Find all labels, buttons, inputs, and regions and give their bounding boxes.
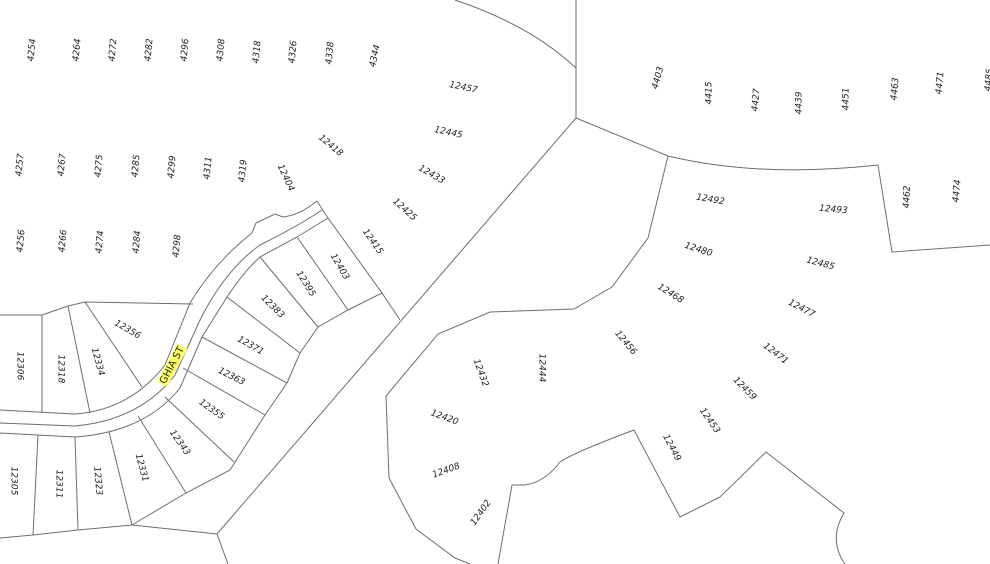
parcel-address-label: 4474 [950, 179, 963, 203]
parcel-line [32, 236, 349, 536]
parcel-address-label: 4319 [236, 159, 249, 183]
parcel-address-label: 4427 [749, 88, 762, 112]
parcel-address-label: 4326 [286, 40, 299, 64]
parcel-address-label: 12323 [90, 466, 104, 496]
parcel-address-label: 12318 [54, 354, 65, 384]
parcel-address-label: 4264 [70, 38, 83, 62]
parcel-address-label: 4257 [13, 153, 26, 177]
parcel-line [0, 524, 218, 539]
parcel-address-label: 12305 [7, 466, 18, 496]
road-edge [0, 200, 318, 415]
parcel-address-label: 4298 [170, 234, 183, 258]
parcel-line [385, 155, 669, 564]
parcel-address-label: 4471 [933, 71, 946, 95]
parcel-address-label: 4451 [840, 87, 851, 111]
parcel-address-label: 4318 [250, 40, 263, 64]
parcel-line [131, 292, 383, 526]
parcel-address-label: 4285 [129, 154, 142, 178]
parcel-line [41, 301, 143, 414]
parcel-address-label: 4296 [178, 38, 191, 62]
road-edge [0, 217, 329, 438]
parcel-address-label: 4308 [214, 38, 227, 62]
parcel-address-label: 4272 [106, 38, 119, 62]
parcel-address-label: 12311 [52, 469, 63, 499]
road-edge [0, 209, 323, 427]
parcel-line [0, 301, 194, 316]
parcel-line [316, 200, 401, 321]
parcel-address-label: 4256 [14, 229, 27, 253]
parcel-address-label: 4282 [142, 38, 155, 62]
parcel-address-label: 4311 [201, 156, 214, 180]
parcel-address-label: 4299 [165, 155, 178, 179]
parcel-address-label: 4463 [888, 77, 901, 101]
parcel-address-label: 4462 [901, 185, 913, 209]
parcel-address-label: 4275 [92, 154, 105, 178]
parcel-address-label: 12306 [13, 351, 24, 381]
parcel-address-label: 4274 [93, 230, 106, 254]
parcel-line [575, 117, 990, 253]
parcel-address-label: 4338 [323, 41, 336, 65]
parcel-address-label: 12444 [535, 353, 546, 383]
parcel-address-label: 4254 [25, 38, 38, 62]
parcel-address-label: 4266 [56, 229, 69, 253]
parcel-address-label: 4415 [703, 81, 714, 105]
parcel-line [497, 429, 846, 564]
parcel-address-label: 4439 [793, 91, 804, 115]
parcel-address-label: 4267 [55, 153, 68, 177]
parcel-line [454, 0, 577, 69]
parcel-address-label: 4284 [130, 230, 143, 254]
parcel-line [216, 117, 577, 564]
